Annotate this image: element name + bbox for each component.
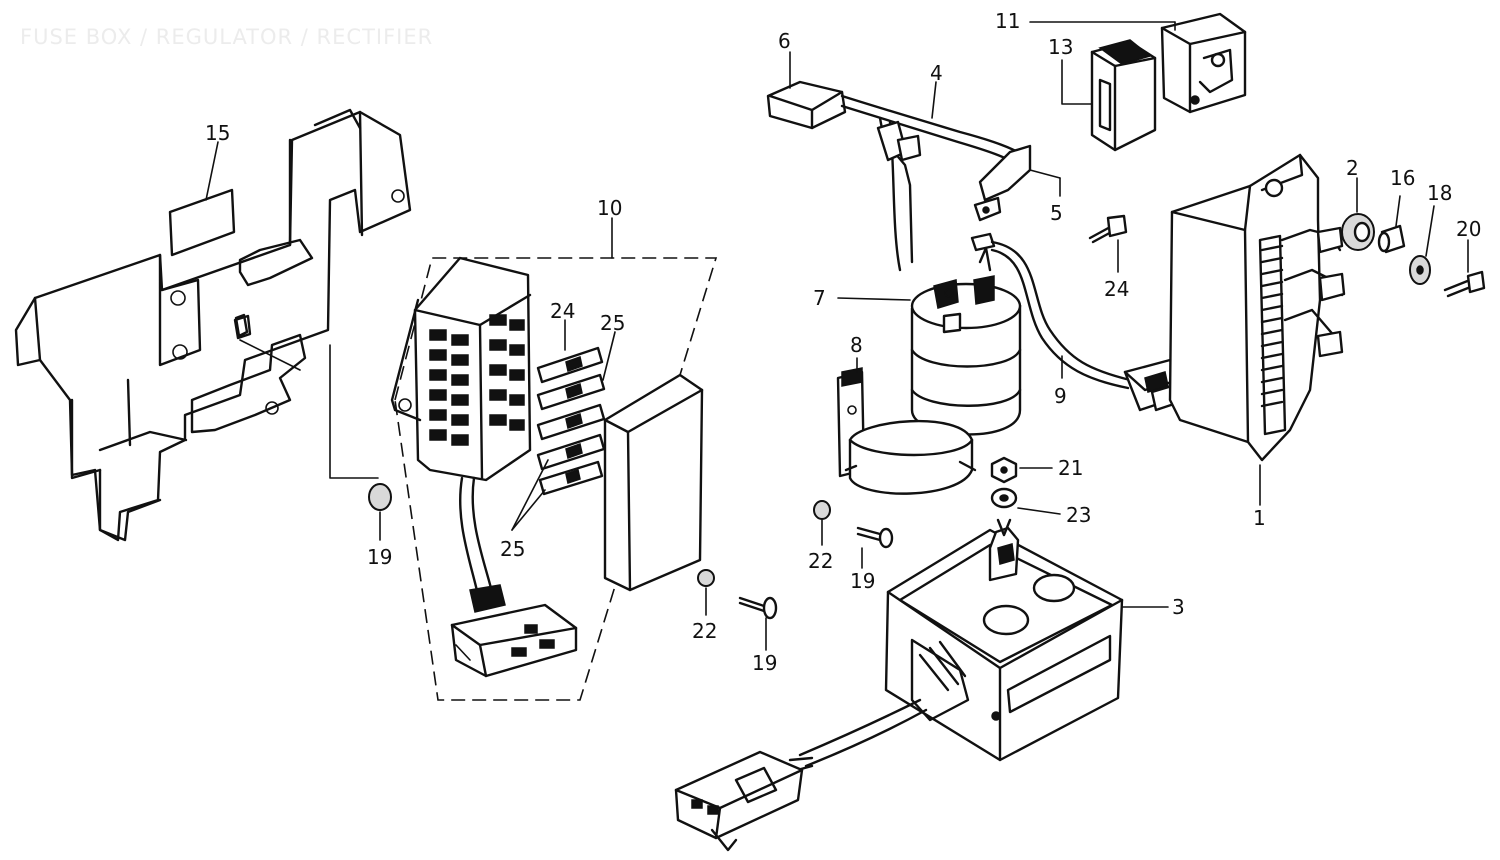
callout-1: 1: [1253, 506, 1266, 530]
part-21-nut: 21: [990, 456, 1083, 484]
callout-25-left: 24: [550, 299, 575, 323]
part-11-rectifier-cover: 11: [995, 9, 1247, 114]
part-4-battery-cable: 4: [840, 61, 1032, 272]
callout-24: 24: [1104, 277, 1129, 301]
part-24-screw: 24: [1088, 214, 1129, 301]
callout-2: 2: [1346, 156, 1359, 180]
callout-17: 19: [367, 545, 392, 569]
part-13-rubber-cushion: 13: [1048, 35, 1157, 152]
callout-3: 3: [1172, 595, 1185, 619]
callout-10: 10: [597, 196, 622, 220]
callout-4: 4: [930, 61, 943, 85]
callout-22-middle: 22: [808, 549, 833, 573]
part-20-bolt: 20: [1443, 217, 1486, 298]
part-19-bolt-left: 19: [738, 596, 777, 675]
callout-11: 11: [995, 9, 1020, 33]
part-8-relay-bracket: 8: [836, 333, 977, 495]
part-3-regulator: 3: [674, 518, 1185, 852]
part-17-grommet: 19: [367, 483, 392, 569]
part-5-terminal: 5: [1029, 169, 1063, 225]
part-1-resistor: 1: [1168, 153, 1346, 530]
part-6-terminal-cap: 6: [766, 29, 847, 130]
spare-fuses: [536, 346, 606, 496]
part-22-nut-middle: 22: [808, 500, 833, 573]
part-22-nut-left: 22: [692, 569, 717, 643]
callout-7: 7: [813, 286, 826, 310]
part-18-washer: 18: [1409, 181, 1452, 285]
part-10-fuse-box-group: 10: [390, 196, 718, 701]
callout-20: 20: [1456, 217, 1481, 241]
callout-21: 21: [1058, 456, 1083, 480]
callout-19-middle: 19: [850, 569, 875, 593]
part-7-starter-relay: 7: [813, 246, 1022, 436]
callout-6: 6: [778, 29, 791, 53]
callout-16: 16: [1390, 166, 1415, 190]
callout-5: 5: [1050, 201, 1063, 225]
part-23-washer: 23: [990, 487, 1091, 527]
part-15-bracket: 15: [14, 108, 412, 542]
callout-25-right: 25: [600, 311, 625, 335]
callout-26: 25: [500, 537, 525, 561]
fuse-slots: [429, 314, 525, 446]
part-2-grommet: 2: [1341, 156, 1375, 251]
callout-19-left: 19: [752, 651, 777, 675]
callout-23: 23: [1066, 503, 1091, 527]
diagram-title: FUSE BOX / REGULATOR / RECTIFIER: [20, 25, 433, 49]
part-19-bolt-middle: 19: [850, 526, 894, 593]
callout-13: 13: [1048, 35, 1073, 59]
part-16-collar: 16: [1377, 166, 1415, 254]
callout-8: 8: [850, 333, 863, 357]
callout-22-left: 22: [692, 619, 717, 643]
callout-9: 9: [1054, 384, 1067, 408]
callout-18: 18: [1427, 181, 1452, 205]
callout-15: 15: [205, 121, 230, 145]
